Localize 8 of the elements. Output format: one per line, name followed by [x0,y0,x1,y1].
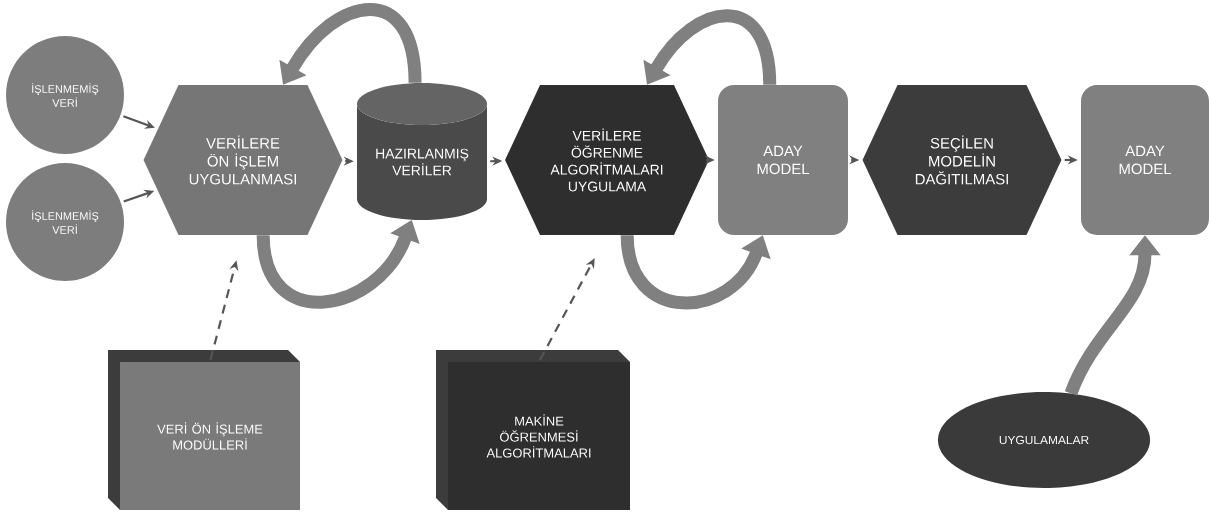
model-box: ADAY MODEL [718,85,848,235]
module-box: MAKİNE ÖĞRENMESİ ALGORİTMALARI [436,350,630,510]
process-hexagon: VERİLERE ÖĞRENME ALGORİTMALARI UYGULAMA [505,85,709,235]
database-cylinder: HAZIRLANMIŞ VERİLER [357,82,487,220]
module-box: VERİ ÖN İŞLEME MODÜLLERİ [108,350,300,510]
process-hexagon: SEÇİLEN MODELİN DAĞITILMASI [862,85,1062,235]
model-box: ADAY MODEL [1081,85,1209,235]
process-hexagon: VERİLERE ÖN İŞLEM UYGULANMASI [143,85,343,235]
